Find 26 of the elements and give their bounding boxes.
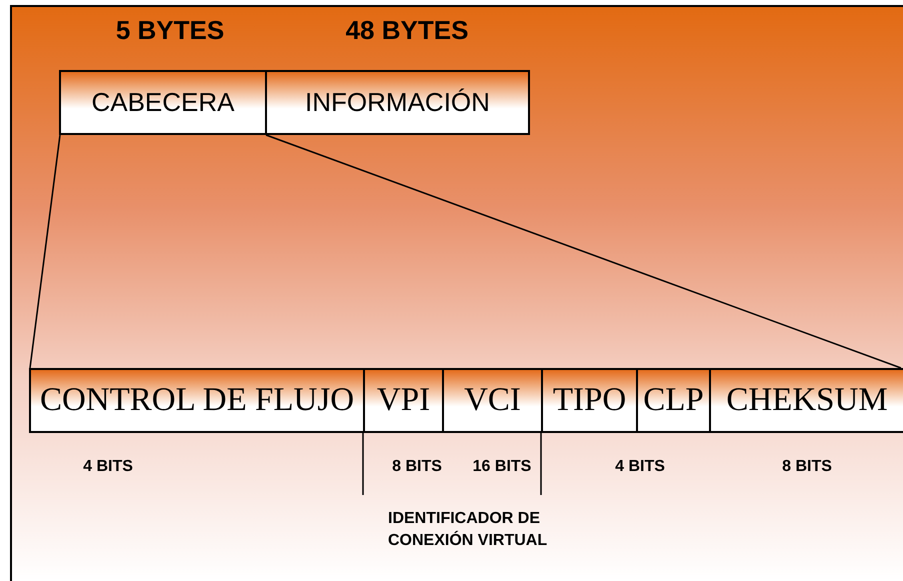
size-label: 5 BYTES [116,15,224,46]
size-label: 48 BYTES [346,15,468,46]
bit-size-label: 8 BITS [782,458,832,476]
field-cell [363,368,444,433]
field-name: CHEKSUM [726,382,888,419]
field-name: TIPO [552,382,626,419]
field-cell [265,70,530,135]
field-name: VPI [376,382,430,419]
expansion-line [266,134,902,369]
field-cell [636,368,711,433]
field-name: CLP [643,382,704,419]
field-cell [59,70,267,135]
field-cell [442,368,543,433]
field-cell [541,368,638,433]
field-name: INFORMACIÓN [305,87,490,118]
bit-size-label: 8 BITS [392,458,442,476]
field-name: CABECERA [91,87,235,118]
field-name: VCI [464,382,521,419]
field-description: IDENTIFICADOR DE CONEXIÓN VIRTUAL [388,509,548,551]
field-cell [29,368,365,433]
field-name: CONTROL DE FLUJO [40,382,354,419]
expansion-line [29,134,61,368]
bit-size-label: 16 BITS [472,458,532,476]
bit-size-label: 4 BITS [615,458,665,476]
field-cell [709,368,903,433]
bit-size-label: 4 BITS [83,458,133,476]
